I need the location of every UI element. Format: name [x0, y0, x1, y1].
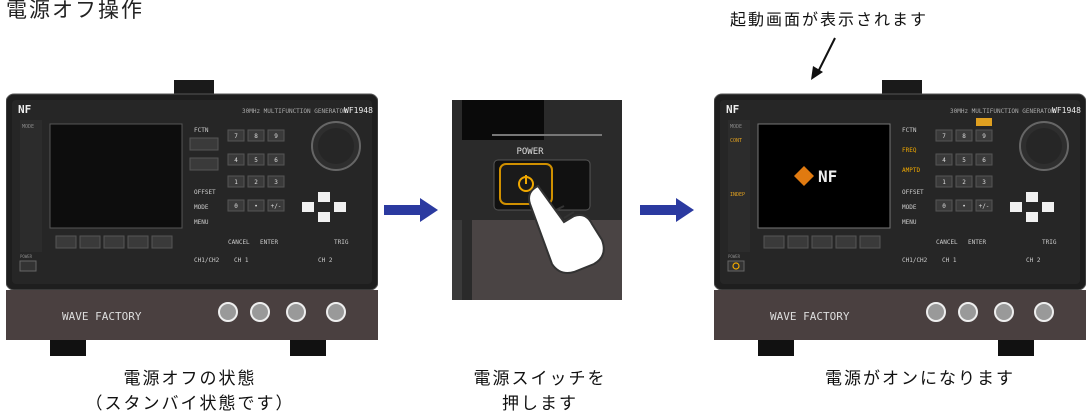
svg-text:2: 2: [254, 179, 258, 186]
svg-text:CANCEL: CANCEL: [936, 239, 958, 246]
caption-left: 電源オフの状態 （スタンバイ状態です）: [85, 369, 295, 414]
brand-logo: NF: [18, 103, 31, 116]
svg-text:MODE: MODE: [730, 124, 742, 130]
instrument-on: NF 30MHz MULTIFUNCTION GENERATOR WF1948 …: [714, 80, 1086, 356]
caption-right: 電源がオンになります: [825, 369, 1015, 389]
svg-text:TRIG: TRIG: [334, 239, 349, 246]
svg-text:0: 0: [942, 203, 946, 210]
svg-text:8: 8: [254, 133, 258, 140]
svg-text:4: 4: [234, 157, 238, 164]
annotation-label: 起動画面が表示されます: [730, 10, 929, 29]
svg-text:•: •: [254, 203, 258, 210]
svg-text:3: 3: [982, 179, 986, 186]
svg-text:MODE: MODE: [194, 204, 209, 211]
svg-text:1: 1: [942, 179, 946, 186]
svg-text:CH 1: CH 1: [234, 257, 249, 264]
svg-text:5: 5: [962, 157, 966, 164]
svg-text:1: 1: [234, 179, 238, 186]
maker-label: WAVE FACTORY: [62, 310, 142, 323]
power-closeup: POWER: [452, 100, 622, 300]
svg-text:MENU: MENU: [194, 219, 209, 226]
instrument-off: NF 30MHz MULTIFUNCTION GENERATOR WF1948 …: [6, 80, 378, 356]
model-id: WF1948: [344, 106, 373, 115]
display-screen-off: [49, 123, 183, 229]
flow-arrow-1: [384, 198, 438, 222]
svg-text:6: 6: [982, 157, 986, 164]
svg-text:3: 3: [274, 179, 278, 186]
svg-text:•: •: [962, 203, 966, 210]
svg-text:OFFSET: OFFSET: [194, 189, 216, 196]
flow-arrow-2: [640, 198, 694, 222]
svg-text:9: 9: [274, 133, 278, 140]
svg-text:7: 7: [234, 133, 238, 140]
softkeys: [55, 235, 173, 249]
svg-text:MODE: MODE: [902, 204, 917, 211]
svg-text:8: 8: [962, 133, 966, 140]
svg-text:CANCEL: CANCEL: [228, 239, 250, 246]
svg-text:WAVE FACTORY: WAVE FACTORY: [770, 310, 850, 323]
svg-text:7: 7: [942, 133, 946, 140]
svg-text:30MHz MULTIFUNCTION GENERATOR: 30MHz MULTIFUNCTION GENERATOR: [950, 108, 1055, 115]
svg-text:CH 2: CH 2: [318, 257, 333, 264]
svg-text:CH 1: CH 1: [942, 257, 957, 264]
svg-text:ENTER: ENTER: [260, 239, 278, 246]
svg-text:WF1948: WF1948: [1052, 106, 1081, 115]
indep-indicator: INDEP: [730, 192, 745, 198]
svg-text:6: 6: [274, 157, 278, 164]
svg-text:POWER: POWER: [728, 254, 741, 259]
closeup-power-label: POWER: [516, 147, 544, 157]
caption-middle: 電源スイッチを 押します: [473, 369, 607, 414]
svg-text:4: 4: [942, 157, 946, 164]
svg-text:CH1/CH2: CH1/CH2: [194, 257, 220, 264]
annotation-arrow: [811, 37, 836, 80]
power-button-off: [19, 260, 37, 272]
svg-text:FCTN: FCTN: [902, 127, 917, 134]
display-screen-on: [757, 123, 891, 229]
cont-indicator: CONT: [730, 138, 742, 144]
bnc-connectors: [218, 302, 346, 322]
svg-text:2: 2: [962, 179, 966, 186]
svg-text:0: 0: [234, 203, 238, 210]
svg-text:ENTER: ENTER: [968, 239, 986, 246]
svg-text:CH1/CH2: CH1/CH2: [902, 257, 928, 264]
svg-text:MENU: MENU: [902, 219, 917, 226]
svg-text:FCTN: FCTN: [194, 127, 209, 134]
svg-text:MODE: MODE: [22, 124, 34, 130]
svg-text:POWER: POWER: [20, 254, 33, 259]
svg-text:+/-: +/-: [271, 203, 282, 210]
boot-logo: NF: [794, 166, 837, 186]
svg-text:NF: NF: [726, 103, 739, 116]
svg-text:NF: NF: [818, 167, 837, 186]
svg-text:9: 9: [982, 133, 986, 140]
svg-text:AMPTD: AMPTD: [902, 167, 920, 174]
page-heading: 電源オフ操作: [6, 0, 144, 22]
svg-text:OFFSET: OFFSET: [902, 189, 924, 196]
lower-bezel: [6, 290, 378, 340]
svg-text:TRIG: TRIG: [1042, 239, 1057, 246]
pressing-hand-icon: [528, 184, 605, 274]
svg-text:FREQ: FREQ: [902, 147, 917, 154]
svg-text:+/-: +/-: [979, 203, 990, 210]
svg-text:5: 5: [254, 157, 258, 164]
svg-text:CH 2: CH 2: [1026, 257, 1041, 264]
power-button-on: [727, 260, 745, 272]
model-text: 30MHz MULTIFUNCTION GENERATOR: [242, 108, 347, 115]
